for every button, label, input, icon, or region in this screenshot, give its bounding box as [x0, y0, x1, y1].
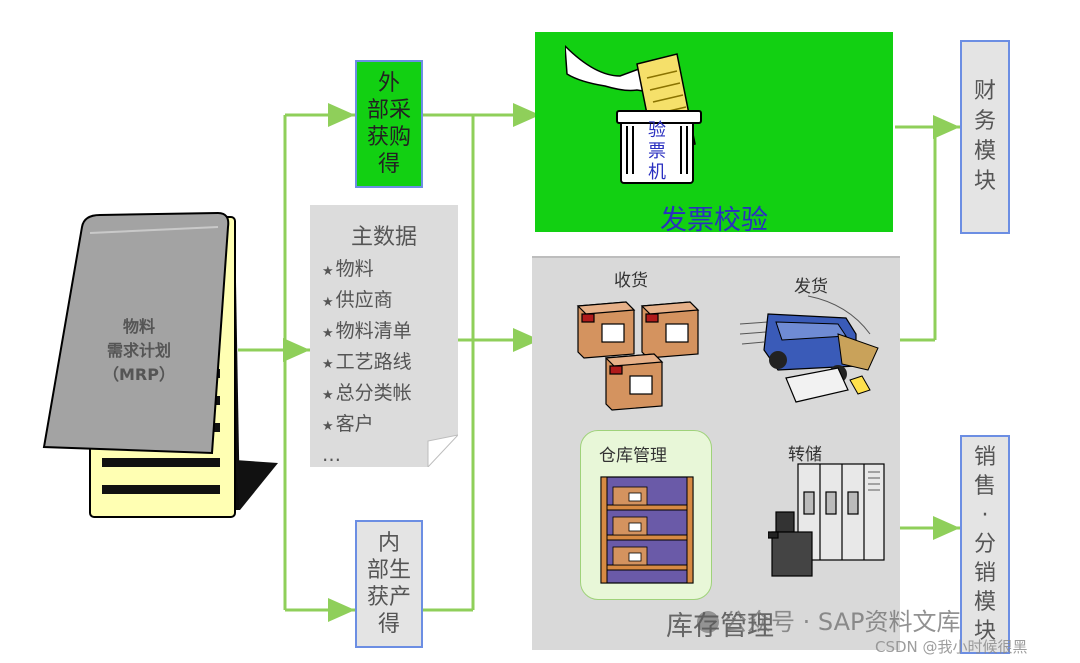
machine-label-2: 票	[648, 141, 666, 162]
wechat-logo-icon	[697, 611, 719, 633]
master-data-item-text: 物料清单	[335, 320, 412, 342]
finance-module-box: 财 务 模 块	[960, 40, 1010, 234]
master-data-ellipsis: …	[322, 444, 341, 466]
master-data-item: ★物料清单	[322, 320, 412, 342]
master-data-item: ★供应商	[322, 289, 393, 311]
invoice-machine-icon: 验 票 机	[616, 110, 702, 184]
warehouse-section: 仓库管理	[580, 430, 712, 600]
sales-module-text-7: 块	[973, 619, 996, 644]
warehouse-label: 仓库管理	[599, 446, 667, 466]
machine-right-rail	[680, 126, 688, 174]
external-purchase-text-4: 得	[377, 152, 400, 177]
master-data-item-text: 客户	[335, 413, 374, 435]
internal-production-text-3: 获产	[366, 585, 411, 610]
master-data-note: 主数据 ★物料 ★供应商 ★物料清单 ★工艺路线 ★总分类帐 ★客户 …	[310, 205, 458, 467]
finance-module-text-1: 财	[973, 79, 996, 104]
wechat-watermark: 公众号 · SAP资料文库	[697, 602, 960, 637]
sales-module-text-2: 售	[973, 474, 996, 499]
external-purchase-box: 外 部采 获购 得	[355, 60, 423, 188]
master-data-title: 主数据	[350, 225, 417, 250]
goods-issue-label: 发货	[794, 277, 828, 297]
mrp-label: 物料 需求计划 （MRP）	[74, 315, 204, 387]
internal-production-text-2: 部生	[366, 558, 411, 583]
sales-module-text-1: 销	[973, 445, 996, 470]
sales-module-text-5: 销	[973, 561, 996, 586]
internal-production-text-1: 内	[377, 531, 400, 556]
master-data-item: ★物料	[322, 258, 374, 280]
invoice-verification-panel: 验 票 机 发票校验	[535, 32, 893, 236]
sales-module-text-4: 分	[973, 532, 996, 557]
master-data-item: ★工艺路线	[322, 351, 412, 373]
mrp-label-line1: 物料	[122, 317, 155, 336]
master-data-item-text: 工艺路线	[335, 351, 412, 373]
master-data-item-text: 总分类帐	[335, 382, 412, 404]
sales-module-text-3: ·	[981, 503, 989, 528]
warehouse-shelf-icon	[600, 476, 694, 584]
inventory-management-title: 库存管理	[666, 611, 774, 642]
goods-receipt-label: 收货	[614, 271, 648, 291]
machine-label: 验 票 机	[622, 120, 692, 183]
boxes-icon	[576, 301, 700, 411]
machine-slot	[616, 110, 702, 124]
csdn-watermark: CSDN @我小时候很黑	[875, 638, 1028, 656]
sales-distribution-module-box: 销 售 · 分 销 模 块	[960, 435, 1010, 654]
inventory-panel: 收货 发货	[532, 256, 900, 650]
master-data-item-text: 物料	[335, 258, 374, 280]
invoice-verification-title: 发票校验	[660, 205, 768, 236]
master-data-item: ★总分类帐	[322, 382, 412, 404]
finance-module-text-4: 块	[973, 169, 996, 194]
machine-left-rail	[626, 126, 634, 174]
mrp-document: 物料 需求计划 （MRP）	[40, 205, 285, 525]
wechat-watermark-text: 公众号 · SAP资料文库	[723, 608, 961, 636]
master-data-note-shape	[310, 205, 458, 467]
mrp-document-graphic	[42, 211, 278, 518]
finance-module-text-2: 务	[973, 109, 996, 134]
finance-module-text-3: 模	[973, 139, 996, 164]
external-purchase-text-2: 部采	[366, 98, 411, 123]
master-data-item-text: 供应商	[335, 289, 393, 311]
internal-production-box: 内 部生 获产 得	[355, 520, 423, 648]
mrp-label-line2: 需求计划	[106, 341, 171, 360]
sales-module-text-6: 模	[973, 590, 996, 615]
stock-transfer-label: 转储	[788, 445, 822, 465]
external-purchase-text-3: 获购	[366, 125, 411, 150]
machine-label-3: 机	[648, 162, 666, 183]
master-data-list: ★物料 ★供应商 ★物料清单 ★工艺路线 ★总分类帐 ★客户 …	[322, 255, 412, 470]
master-data-item: ★客户	[322, 413, 374, 435]
mrp-label-line3: （MRP）	[103, 365, 175, 384]
internal-production-text-4: 得	[377, 612, 400, 637]
external-purchase-text-1: 外	[377, 71, 400, 96]
machine-label-1: 验	[648, 120, 666, 141]
server-computer-icon	[768, 463, 885, 577]
delivery-truck-icon	[739, 295, 879, 403]
